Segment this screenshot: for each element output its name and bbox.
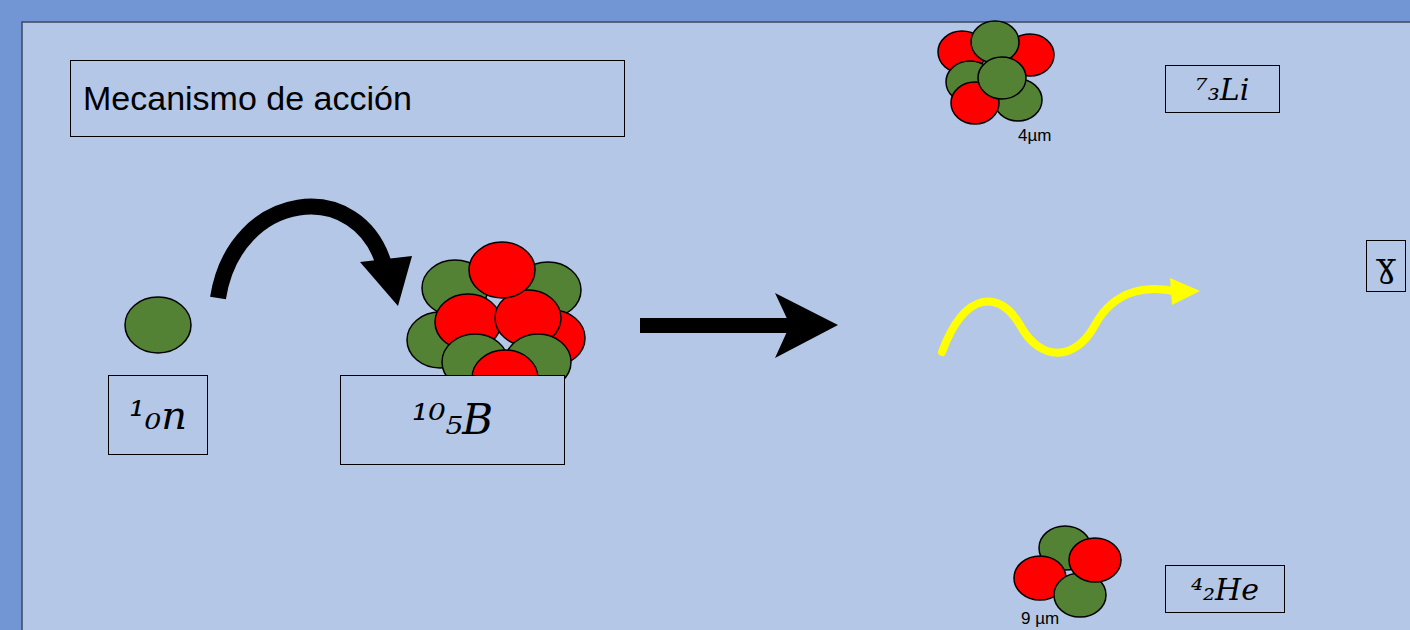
node-text: ¹₀n <box>129 393 187 437</box>
range-label: 4µm <box>1018 127 1051 144</box>
helium-nucleus <box>1014 526 1121 617</box>
reaction-arrow <box>640 293 838 358</box>
gamma-wave <box>942 278 1200 353</box>
particle-label: ⁴₂He <box>1165 565 1285 613</box>
node-text: ɣ <box>1376 247 1396 284</box>
node-text: Mecanismo de acción <box>83 80 412 117</box>
lithium-nucleus <box>938 21 1054 124</box>
curved-arrow <box>218 207 412 306</box>
range-label: 9 µm <box>1021 610 1059 627</box>
particle-label: ¹₀n <box>108 375 208 455</box>
node-text: ⁷₃Li <box>1196 73 1250 106</box>
neutron <box>125 297 191 353</box>
panel <box>22 22 1410 630</box>
particle-label: ¹⁰₅B <box>340 375 565 465</box>
node-text: ⁴₂He <box>1191 573 1259 606</box>
title-box: Mecanismo de acción <box>70 60 625 137</box>
particle-label: ɣ <box>1366 240 1406 292</box>
particle-label: ⁷₃Li <box>1165 65 1280 113</box>
node-text: ¹⁰₅B <box>412 397 493 443</box>
